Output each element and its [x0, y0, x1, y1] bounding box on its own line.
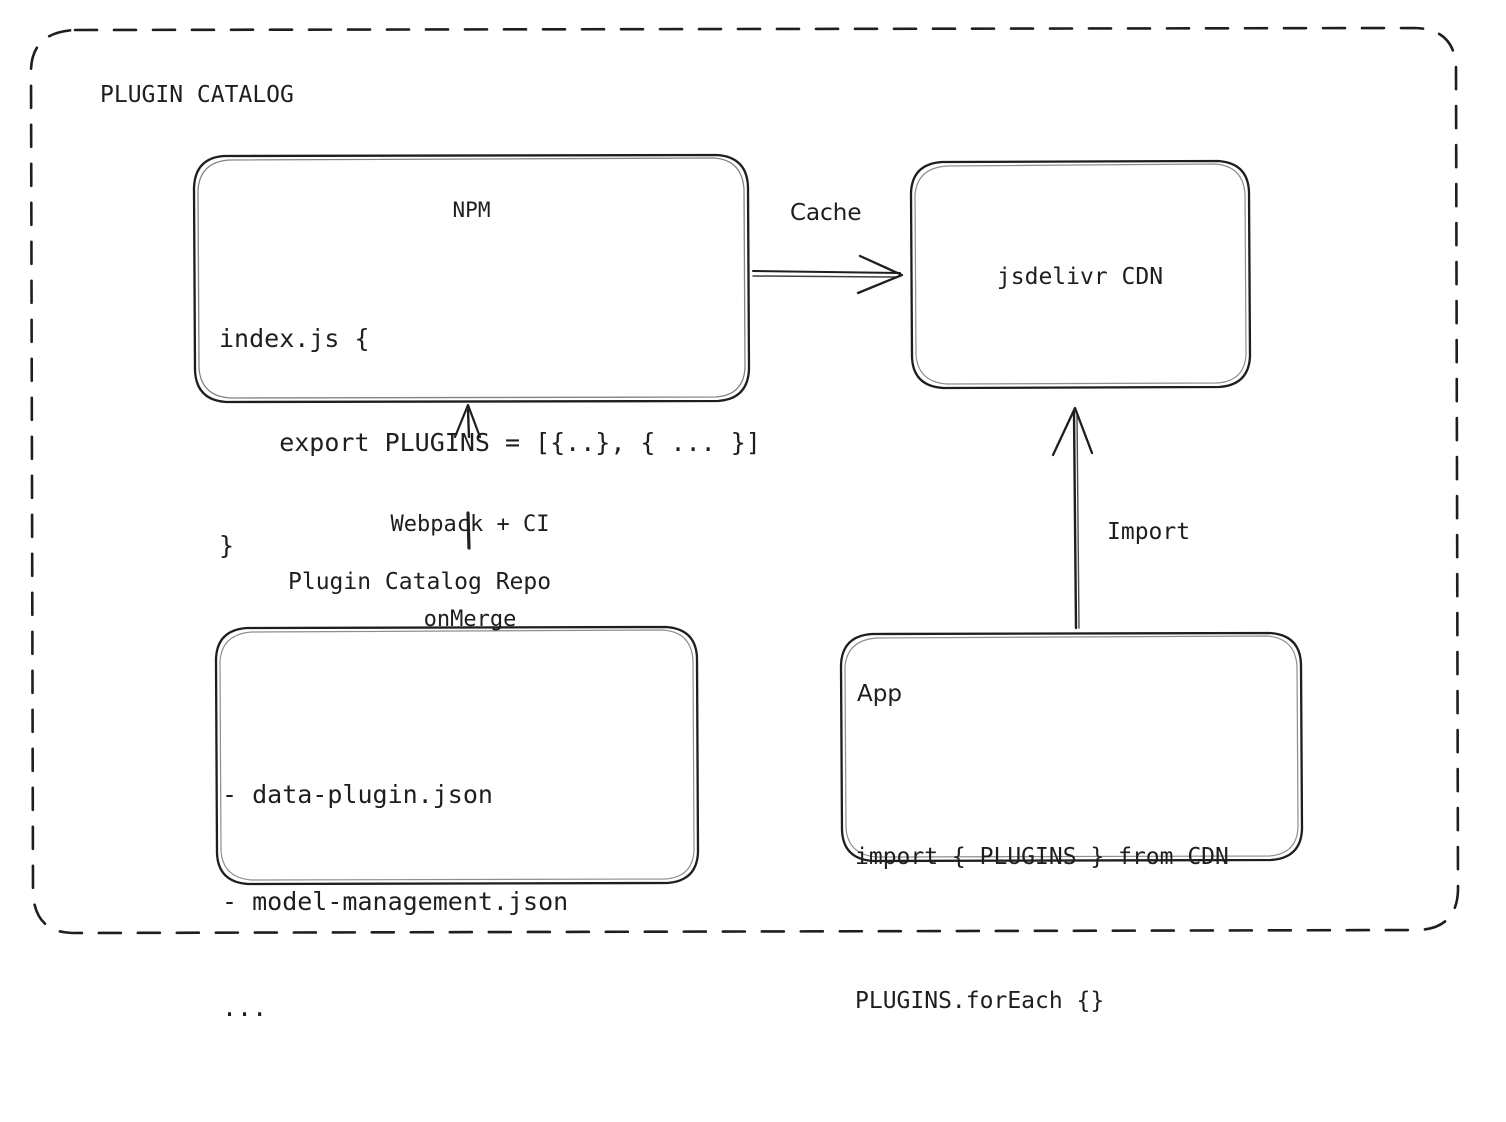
edge-npm-to-cdn-shaft-b [752, 275, 899, 278]
plugin-catalog-title: PLUGIN CATALOG [100, 82, 294, 108]
edge-npm-to-cdn-shaft [751, 269, 902, 275]
edge-repo-to-npm-shaft-lower [466, 511, 471, 550]
edge-app-to-cdn-shaft [1072, 410, 1078, 630]
diagram-canvas: PLUGIN CATALOG NPM index.js { export PLU… [29, 26, 1460, 1022]
app-node-title: App [857, 681, 902, 707]
npm-code-line: export PLUGINS = [{..}, { ... }] [219, 427, 761, 457]
edge-app-to-cdn-arrowhead [1051, 406, 1094, 457]
repo-box-outline-b [219, 629, 695, 881]
edge-npm-to-cdn-arrowhead [856, 254, 904, 295]
repo-node-file-list: - data-plugin.json - model-management.js… [222, 706, 568, 1097]
repo-node-title: Plugin Catalog Repo [288, 569, 552, 595]
edge-label-cache: Cache [790, 200, 862, 226]
cdn-node-title: jsdelivr CDN [996, 264, 1164, 290]
repo-box-outline-a [214, 625, 700, 886]
npm-node-title: NPM [452, 198, 491, 222]
npm-code-line: index.js { [219, 324, 370, 353]
npm-node-code: index.js { export PLUGINS = [{..}, { ...… [219, 253, 761, 633]
npm-box-outline-b [197, 157, 746, 399]
npm-box-outline-a [192, 153, 751, 404]
edge-app-to-cdn-shaft-b [1076, 413, 1080, 629]
edge-repo-to-npm-shaft-upper [466, 408, 471, 439]
app-code-line: import { PLUGINS } from CDN [855, 843, 1229, 870]
repo-list-item: - data-plugin.json [222, 780, 493, 809]
edge-repo-to-npm-arrowhead [453, 403, 482, 439]
repo-list-item: ... [222, 993, 268, 1022]
app-node-code: import { PLUGINS } from CDN PLUGINS.forE… [855, 736, 1229, 1122]
cdn-box-outline-b [914, 163, 1247, 385]
edge-label-import: Import [1107, 519, 1191, 545]
cdn-box-outline-a [909, 159, 1252, 390]
edge-label-line: Webpack + CI [390, 511, 550, 537]
repo-list-item: - model-management.json [222, 886, 569, 916]
app-box-outline-a [839, 631, 1304, 863]
npm-code-line: } [219, 531, 235, 560]
app-box-outline-b [844, 635, 1299, 858]
edge-label-line: onMerge [423, 607, 517, 633]
diagram-sketch-layer [29, 26, 1460, 935]
edge-label-webpack-ci: Webpack + CI onMerge [340, 445, 600, 700]
plugin-catalog-frame [29, 26, 1460, 935]
